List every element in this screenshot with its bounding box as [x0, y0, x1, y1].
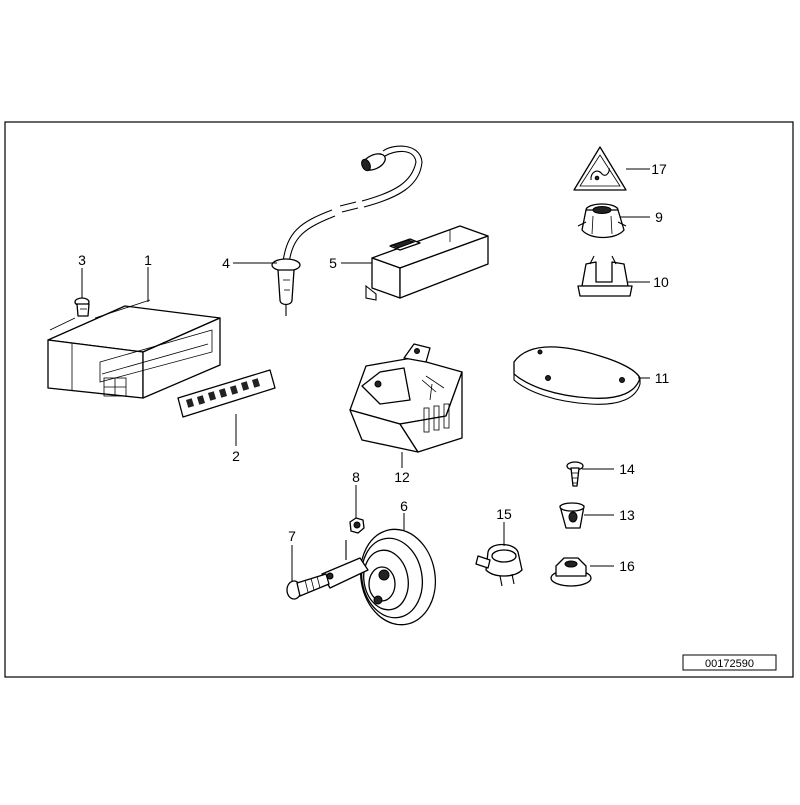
part-1-control-unit[interactable] — [47, 299, 221, 399]
part-4-sensor-cable[interactable] — [271, 145, 423, 316]
callout-10: 10 — [653, 274, 669, 290]
part-7-bolt[interactable] — [286, 573, 330, 600]
diagram-frame — [4, 121, 794, 678]
callout-13: 13 — [619, 507, 635, 523]
leader-lines — [81, 168, 650, 582]
callout-15: 15 — [496, 506, 512, 522]
callout-1: 1 — [144, 252, 152, 268]
part-10-bracket[interactable] — [577, 255, 633, 297]
callout-7: 7 — [288, 528, 296, 544]
callout-5: 5 — [329, 255, 337, 271]
callout-9: 9 — [655, 209, 663, 225]
part-5-control-module[interactable] — [365, 225, 489, 301]
drawing-number-box: 00172590 — [682, 654, 777, 671]
part-14-screw[interactable] — [566, 461, 584, 487]
callout-labels: 1 2 3 4 5 6 7 8 9 10 11 12 13 14 15 16 1… — [78, 161, 669, 574]
part-11-cover-plate[interactable] — [513, 346, 641, 405]
callout-4: 4 — [222, 255, 230, 271]
part-3-clip[interactable] — [74, 297, 90, 317]
drawing-number: 00172590 — [705, 658, 754, 670]
part-12-holder-bracket[interactable] — [349, 343, 463, 453]
callout-17: 17 — [651, 161, 667, 177]
part-2-switch-strip[interactable] — [177, 369, 276, 418]
callout-12: 12 — [394, 469, 410, 485]
callout-6: 6 — [400, 498, 408, 514]
part-17-warning-label[interactable] — [573, 146, 627, 191]
callout-16: 16 — [619, 558, 635, 574]
part-6-horn[interactable] — [321, 523, 443, 630]
callout-11: 11 — [655, 370, 670, 386]
part-13-cage-nut[interactable] — [559, 502, 585, 529]
callout-14: 14 — [619, 461, 635, 477]
callout-3: 3 — [78, 252, 86, 268]
callout-2: 2 — [232, 448, 240, 464]
part-8-nut[interactable] — [349, 517, 365, 534]
part-15-clamp[interactable] — [475, 543, 523, 587]
part-16-flange-nut[interactable] — [550, 557, 592, 587]
part-9-bushing[interactable] — [577, 203, 627, 239]
callout-8: 8 — [352, 469, 360, 485]
